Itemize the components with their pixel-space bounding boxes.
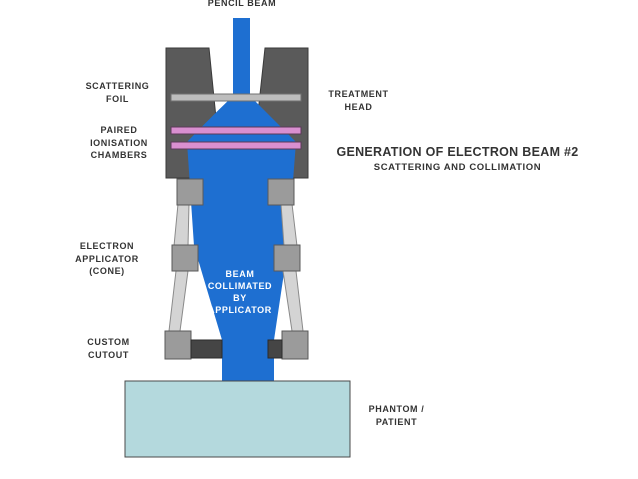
scattering-foil [170, 93, 302, 102]
applicator-rod-left-upper [173, 203, 190, 247]
applicator-block-bottom-left [164, 330, 192, 360]
ionisation-chamber-lower [170, 141, 302, 150]
custom-cutout-left [190, 339, 223, 359]
ionisation-chamber-upper [170, 126, 302, 135]
applicator-block-mid-right [273, 244, 301, 272]
applicator-block-top-left [176, 178, 204, 206]
label-electron-applicator: ELECTRON APPLICATOR (CONE) [75, 241, 139, 276]
applicator-block-mid-left [171, 244, 199, 272]
applicator-rod-left-lower [168, 270, 189, 332]
applicator-block-top-right [267, 178, 295, 206]
applicator-block-bottom-right [281, 330, 309, 360]
label-phantom-patient: PHANTOM / PATIENT [368, 404, 425, 427]
applicator-rod-right-lower [282, 270, 304, 332]
label-ionisation-chambers: PAIRED IONISATION CHAMBERS [90, 125, 148, 160]
pencil-beam [233, 18, 250, 100]
label-custom-cutout: CUSTOM CUTOUT [87, 337, 130, 360]
diagram-subtitle: SCATTERING AND COLLIMATION [373, 162, 542, 173]
custom-cutout-right [267, 339, 283, 359]
label-pencil-beam: PENCIL BEAM [207, 0, 277, 8]
label-scattering-foil: SCATTERING FOIL [85, 81, 150, 104]
label-beam-collimated: BEAM COLLIMATED BY APPLICATOR [207, 269, 273, 315]
diagram-title: GENERATION OF ELECTRON BEAM #2 [336, 145, 579, 159]
scattered-beam [187, 96, 296, 381]
applicator-rod-right-upper [280, 203, 298, 247]
label-treatment-head: TREATMENT HEAD [328, 89, 389, 112]
phantom-patient-block [124, 380, 351, 458]
